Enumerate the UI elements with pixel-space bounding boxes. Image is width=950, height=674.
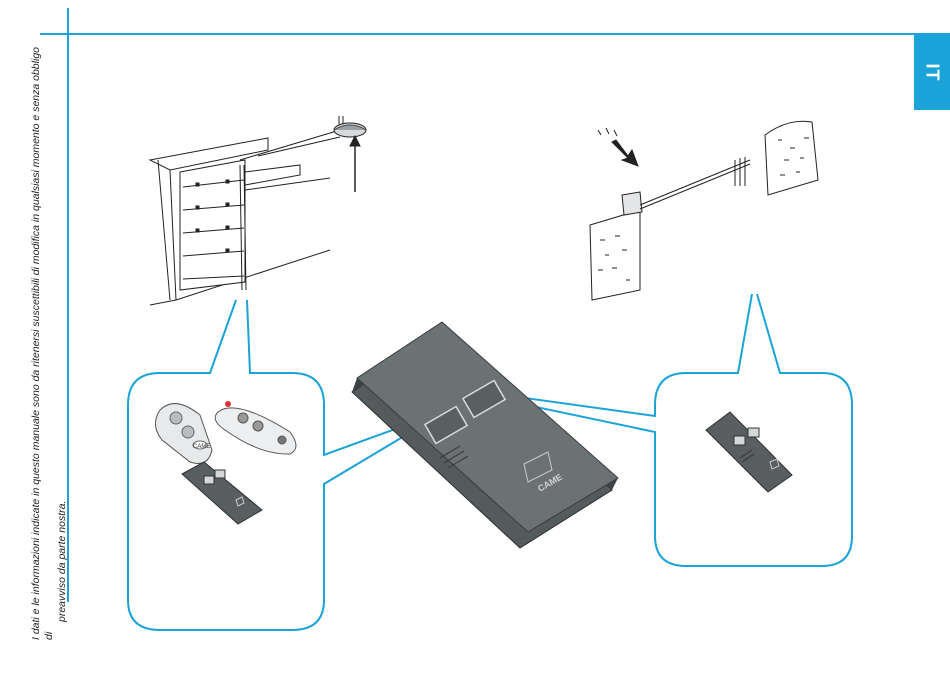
brand-label-small: CAME <box>193 444 210 450</box>
remote-small-right <box>706 412 792 492</box>
remote-twin-oval <box>215 401 296 454</box>
barrier-illustration <box>590 121 818 300</box>
main-remote: CAME <box>352 322 618 548</box>
remote-small-left <box>182 462 262 524</box>
garage-door-illustration <box>150 116 366 305</box>
remote-top-432: CAME <box>155 404 212 464</box>
callout-left <box>128 300 426 630</box>
